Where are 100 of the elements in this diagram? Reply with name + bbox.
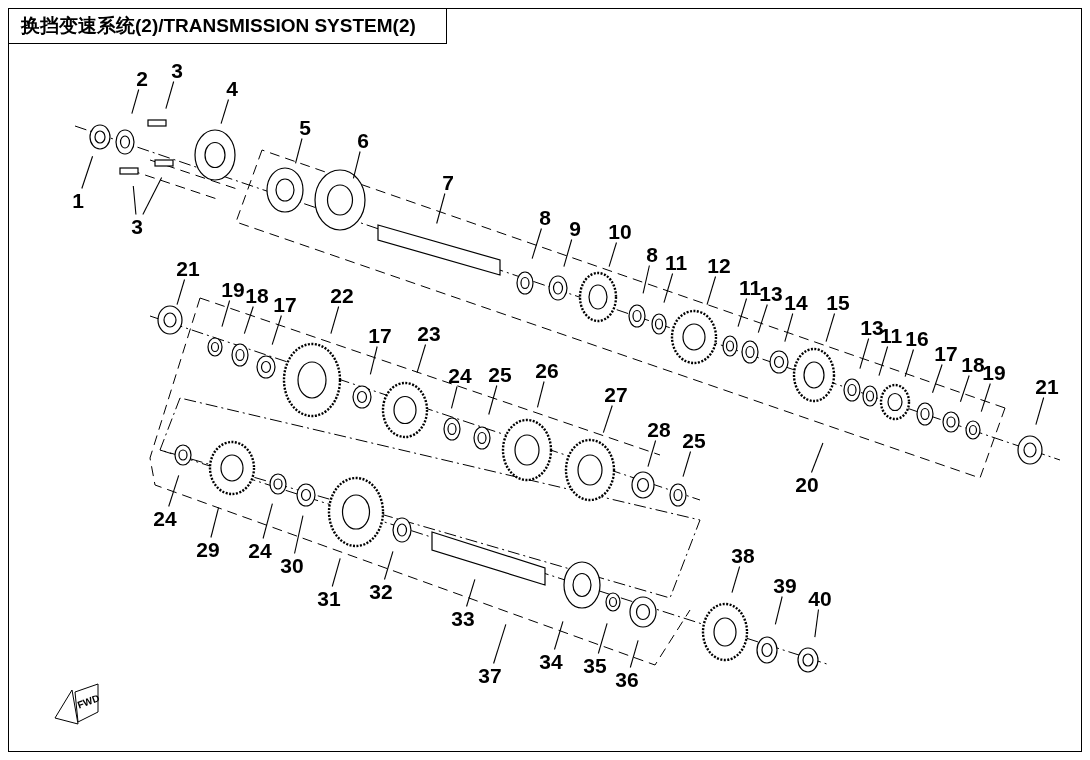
leader-line — [294, 137, 303, 164]
callout-number: 21 — [1035, 375, 1059, 397]
leader-line — [784, 312, 794, 343]
callout-number: 17 — [273, 293, 297, 315]
direction-label: FWD — [75, 692, 101, 711]
callout-number: 4 — [226, 77, 238, 99]
leader-line — [331, 557, 341, 588]
leader-line — [369, 345, 378, 375]
leader-line — [294, 515, 304, 555]
callout-number: 33 — [451, 607, 475, 629]
leader-line — [243, 305, 254, 335]
leader-line — [825, 312, 836, 343]
callout-number: 11 — [664, 251, 688, 273]
callout-number: 34 — [539, 650, 563, 672]
leader-line — [878, 345, 889, 377]
leader-line — [553, 620, 564, 651]
leader-line — [682, 450, 692, 478]
leader-line — [210, 507, 220, 539]
callout-number: 17 — [368, 324, 392, 346]
callout-number: 2 — [136, 67, 148, 89]
leader-line — [602, 404, 613, 434]
leader-line — [959, 374, 970, 403]
leader-line — [352, 150, 361, 179]
leader-line — [931, 363, 943, 394]
callout-number: 24 — [448, 364, 472, 386]
leader-line — [132, 185, 137, 216]
callout-number: 31 — [317, 587, 341, 609]
leader-line — [737, 297, 748, 328]
callout-number: 37 — [478, 664, 502, 686]
callout-number: 25 — [488, 363, 512, 385]
callout-number: 32 — [369, 580, 393, 602]
leader-line — [531, 227, 542, 260]
callout-number: 13 — [860, 316, 884, 338]
callout-number: 3 — [171, 59, 183, 81]
callout-number: 24 — [248, 539, 272, 561]
leader-line — [810, 442, 824, 474]
leader-line — [731, 565, 741, 594]
leader-line — [608, 241, 618, 268]
callout-number: 40 — [808, 587, 832, 609]
leader-line — [1035, 396, 1045, 426]
leader-line — [220, 98, 230, 125]
callout-number: 21 — [176, 257, 200, 279]
callout-number: 35 — [583, 654, 607, 676]
leader-line — [629, 639, 639, 669]
leader-line — [450, 385, 458, 409]
leader-line — [904, 348, 914, 378]
callout-number: 18 — [961, 353, 985, 375]
callout-number: 9 — [569, 217, 581, 239]
callout-number: 10 — [608, 220, 632, 242]
callout-number: 16 — [905, 327, 929, 349]
leader-line — [416, 343, 427, 374]
leader-line — [757, 303, 768, 334]
callout-number: 36 — [615, 668, 639, 690]
callout-number: 5 — [299, 116, 311, 138]
callout-number: 17 — [934, 342, 958, 364]
leader-line — [165, 80, 175, 110]
callout-number: 19 — [221, 278, 245, 300]
callout-number: 6 — [357, 129, 369, 151]
callout-number: 14 — [784, 291, 808, 313]
callout-number: 3 — [131, 215, 143, 237]
leader-line — [271, 314, 282, 346]
callout-number: 11 — [738, 276, 762, 298]
callout-number: 20 — [795, 473, 819, 495]
leader-line — [488, 384, 498, 416]
leader-line — [142, 176, 163, 216]
leader-line — [81, 155, 94, 190]
callout-number: 24 — [153, 507, 177, 529]
leader-line — [131, 88, 140, 115]
leader-line — [262, 502, 273, 540]
leader-line — [663, 272, 674, 304]
leader-line — [466, 578, 476, 608]
leader-line — [859, 337, 870, 370]
leader-line — [221, 299, 231, 328]
leader-line — [563, 238, 573, 268]
leader-line — [597, 622, 608, 655]
callout-number: 13 — [759, 282, 783, 304]
callout-number: 8 — [539, 206, 551, 228]
callout-number: 23 — [417, 322, 441, 344]
leader-line — [774, 595, 783, 625]
callout-number: 18 — [245, 284, 269, 306]
callout-number: 27 — [604, 383, 628, 405]
callout-number: 39 — [773, 574, 797, 596]
callout-number: 8 — [646, 243, 658, 265]
callout-number: 26 — [535, 359, 559, 381]
callout-number: 30 — [280, 554, 304, 576]
callout-number: 25 — [682, 429, 706, 451]
leader-line — [647, 439, 657, 468]
leader-line — [493, 623, 507, 665]
callout-number: 22 — [330, 284, 354, 306]
leader-line — [980, 382, 991, 413]
leader-line — [706, 275, 717, 306]
title-box: 换挡变速系统(2)/TRANSMISSION SYSTEM(2) — [8, 8, 447, 44]
callout-number: 28 — [647, 418, 671, 440]
leader-line — [536, 380, 545, 408]
callout-number: 1 — [72, 189, 84, 211]
callout-number: 12 — [707, 254, 731, 276]
leader-line — [330, 305, 340, 335]
leader-line — [436, 192, 446, 225]
leader-line — [814, 608, 820, 638]
callout-number: 29 — [196, 538, 220, 560]
